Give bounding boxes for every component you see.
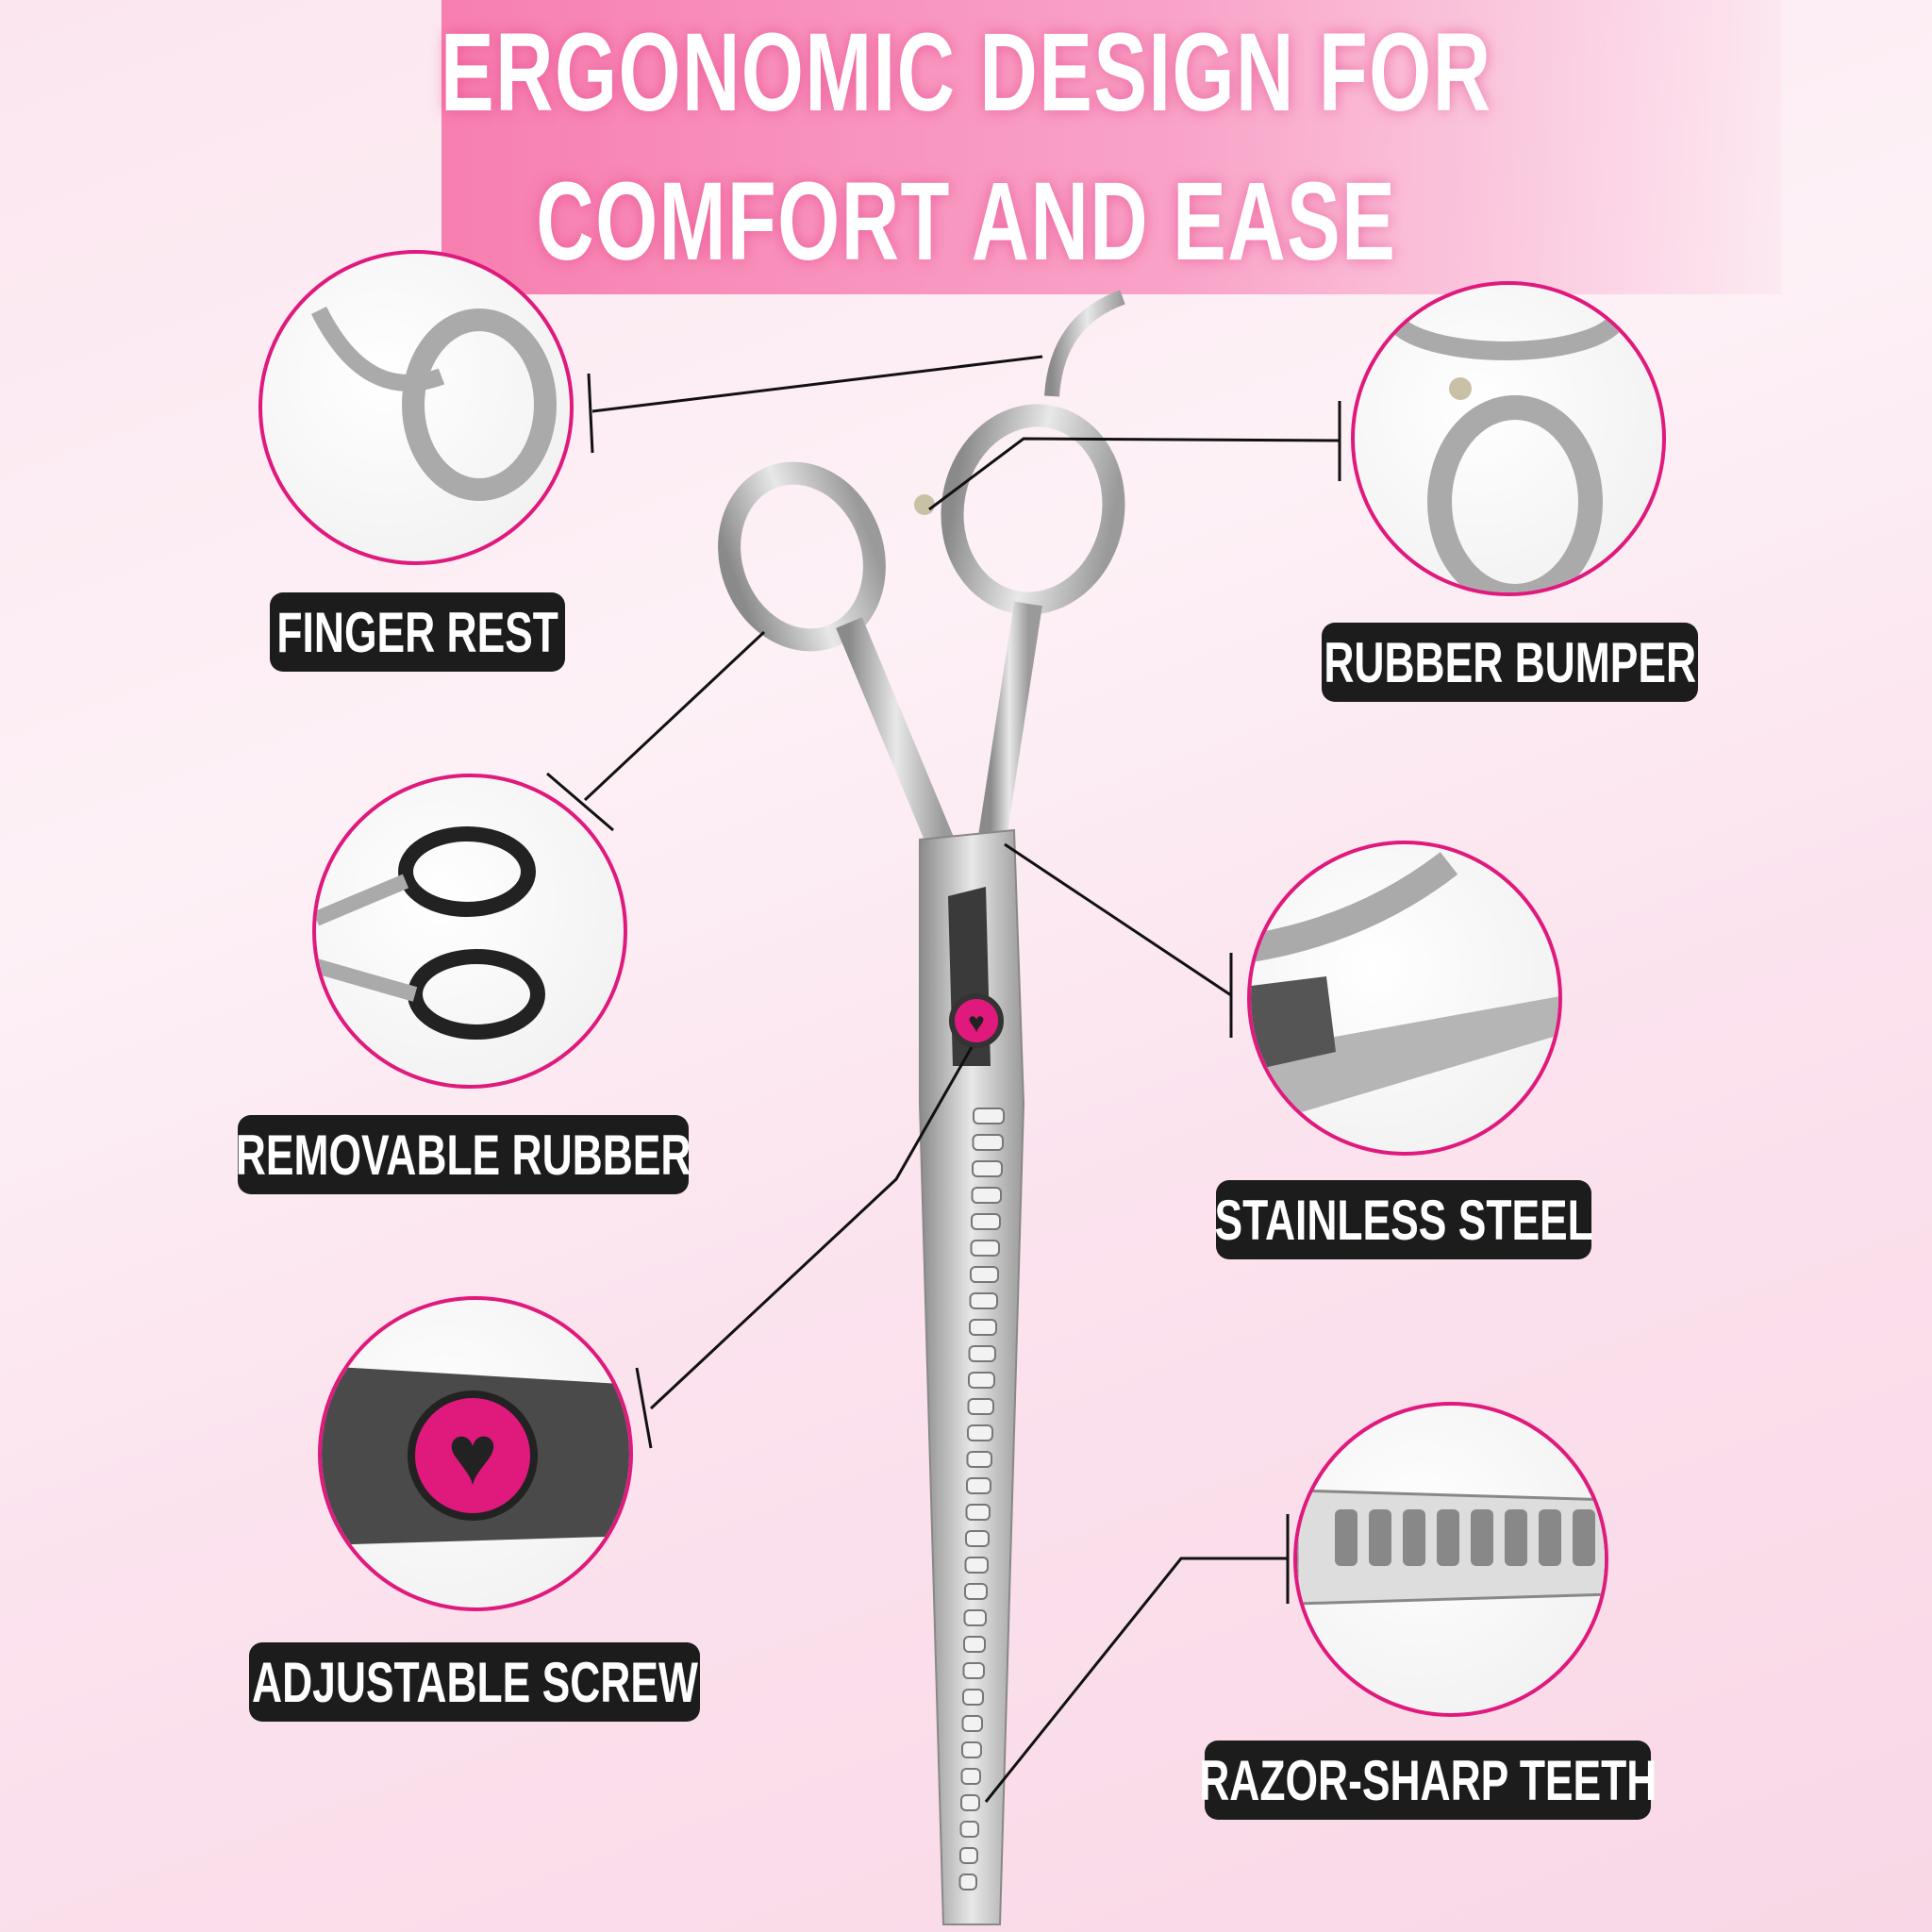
- blade-tooth: [971, 1213, 1001, 1230]
- blade-tooth: [967, 1398, 994, 1415]
- blade-tooth: [966, 1451, 992, 1468]
- rubber-bumper-closeup: [1351, 281, 1666, 596]
- blade-tooth: [964, 1557, 989, 1574]
- closeup-tooth: [1335, 1509, 1357, 1566]
- blade-tooth: [959, 1821, 979, 1838]
- label-finger-rest: FINGER REST: [270, 592, 565, 672]
- right-ring: [941, 404, 1125, 615]
- blade-tooth: [962, 1662, 985, 1679]
- blade-tooth: [972, 1134, 1004, 1151]
- page-title-line2: COMFORT AND EASE: [536, 159, 1397, 284]
- closeup-tooth: [1403, 1509, 1425, 1566]
- blade-tooth: [962, 1689, 984, 1706]
- heart-icon: ♥: [968, 1008, 985, 1039]
- label-razor-sharp-teeth: RAZOR-SHARP TEETH: [1199, 1740, 1657, 1820]
- blade-tooth: [965, 1504, 991, 1521]
- adjustable-screw-closeup: ♥: [318, 1296, 633, 1611]
- page-title-line1: ERGONOMIC DESIGN FOR: [441, 10, 1492, 135]
- blade-tooth: [958, 1874, 977, 1890]
- closeup-tooth: [1573, 1509, 1595, 1566]
- blade-tooth: [970, 1240, 1000, 1257]
- closeup-tooth: [1539, 1509, 1561, 1566]
- closeup-tooth: [1369, 1509, 1391, 1566]
- label-stainless-steel: STAINLESS STEEL: [1214, 1180, 1593, 1259]
- label-adjustable-screw: ADJUSTABLE SCREW: [249, 1642, 700, 1722]
- label-rubber-bumper: RUBBER BUMPER: [1322, 623, 1698, 702]
- razor-teeth-closeup: [1293, 1402, 1608, 1717]
- left-ring: [718, 461, 886, 652]
- blade-tooth: [971, 1187, 1002, 1204]
- blade-tooth: [964, 1583, 988, 1600]
- stainless-steel-closeup: [1247, 841, 1562, 1156]
- rubber-bumper: [914, 494, 935, 515]
- blade-tooth: [961, 1741, 982, 1758]
- blade-tooth: [967, 1424, 993, 1441]
- blade-tooth: [969, 1319, 997, 1336]
- blade-tooth: [965, 1530, 990, 1547]
- blade-tooth: [969, 1292, 998, 1309]
- blade-tooth: [970, 1266, 999, 1283]
- blade-tooth: [973, 1108, 1005, 1124]
- label-removable-rubber: REMOVABLE RUBBER: [236, 1115, 691, 1194]
- blade-tooth: [959, 1847, 978, 1864]
- svg-text:♥: ♥: [447, 1408, 497, 1503]
- blade-tooth: [972, 1160, 1003, 1177]
- connector-lines: [546, 355, 1341, 1803]
- finger-rest: [1044, 290, 1125, 397]
- finger-rest-closeup: [258, 250, 574, 565]
- closeup-tooth: [1471, 1509, 1493, 1566]
- blade-tooth: [963, 1636, 986, 1653]
- blade-tooth: [960, 1794, 980, 1811]
- title-banner: [441, 0, 1781, 294]
- blade-tooth: [961, 1715, 983, 1732]
- closeup-tooth: [1505, 1509, 1527, 1566]
- blade-tooth: [968, 1372, 995, 1389]
- removable-rubber-closeup: [312, 774, 627, 1089]
- blade-tooth: [963, 1609, 987, 1626]
- blade-tooth: [960, 1768, 981, 1785]
- closeup-tooth: [1437, 1509, 1459, 1566]
- blade-tooth: [968, 1345, 996, 1362]
- adjustable-screw: [949, 993, 1004, 1048]
- blade-tooth: [966, 1477, 991, 1494]
